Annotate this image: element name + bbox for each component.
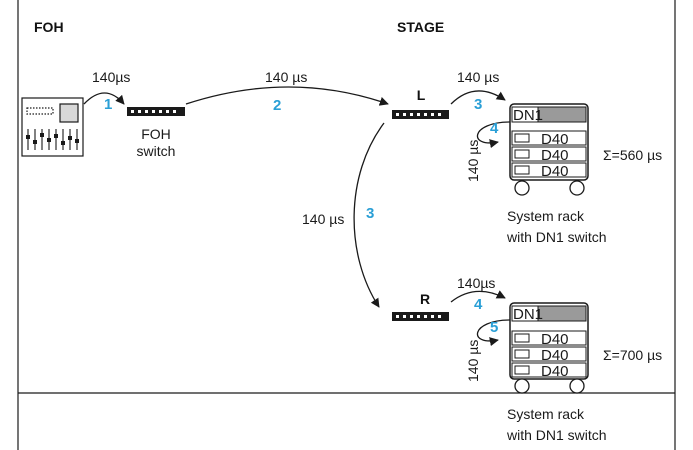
latency-seg1: 140µs: [92, 69, 130, 85]
foh-switch-label-2: switch: [137, 143, 176, 159]
node-l-label: L: [417, 87, 426, 103]
latency-in-rack-r: 140 µs: [465, 340, 481, 382]
step-3-rack-l: 3: [474, 96, 482, 113]
step-1: 1: [104, 96, 112, 113]
step-4-rack-l: 4: [490, 120, 499, 137]
rack-l-wheel-left: [515, 181, 529, 195]
system-rack-r: DN1 D40 D40 D40: [510, 303, 588, 393]
rack-r-wheel-right: [570, 379, 584, 393]
rack-r-total: Σ=700 µs: [603, 347, 662, 363]
link-foh-switch-to-l: [186, 87, 388, 104]
rack-r-slot-3: D40: [541, 363, 569, 380]
rack-l-dn1-label: DN1: [513, 107, 543, 124]
stage-switch-r-icon: [392, 312, 449, 321]
step-2: 2: [273, 97, 281, 114]
mixing-console-icon: [22, 98, 83, 156]
latency-to-rack-l: 140 µs: [457, 69, 499, 85]
rack-r-caption-1: System rack: [507, 406, 585, 422]
rack-l-slot-2: D40: [541, 147, 569, 164]
stage-switch-l-icon: [392, 110, 449, 119]
latency-to-rack-r: 140µs: [457, 275, 495, 291]
latency-l-to-r: 140 µs: [302, 211, 344, 227]
step-3-branch: 3: [366, 205, 374, 222]
rack-l-slot-1: D40: [541, 131, 569, 148]
rack-l-slot-3: D40: [541, 163, 569, 180]
stage-heading: STAGE: [397, 19, 444, 35]
foh-switch-label-1: FOH: [141, 126, 171, 142]
rack-l-caption-1: System rack: [507, 208, 585, 224]
step-4-rack-r: 4: [474, 296, 483, 313]
rack-r-slot-1: D40: [541, 331, 569, 348]
latency-seg2: 140 µs: [265, 69, 307, 85]
system-rack-l: DN1 D40 D40 D40: [510, 104, 588, 195]
rack-l-caption-2: with DN1 switch: [506, 229, 607, 245]
rack-l-total: Σ=560 µs: [603, 147, 662, 163]
latency-in-rack-l: 140 µs: [465, 140, 481, 182]
rack-r-caption-2: with DN1 switch: [506, 427, 607, 443]
foh-heading: FOH: [34, 19, 64, 35]
rack-r-dn1-label: DN1: [513, 306, 543, 323]
node-r-label: R: [420, 291, 430, 307]
rack-r-slot-2: D40: [541, 347, 569, 364]
rack-l-wheel-right: [570, 181, 584, 195]
step-5-rack-r: 5: [490, 319, 498, 336]
foh-switch-icon: [127, 107, 185, 116]
rack-r-wheel-left: [515, 379, 529, 393]
